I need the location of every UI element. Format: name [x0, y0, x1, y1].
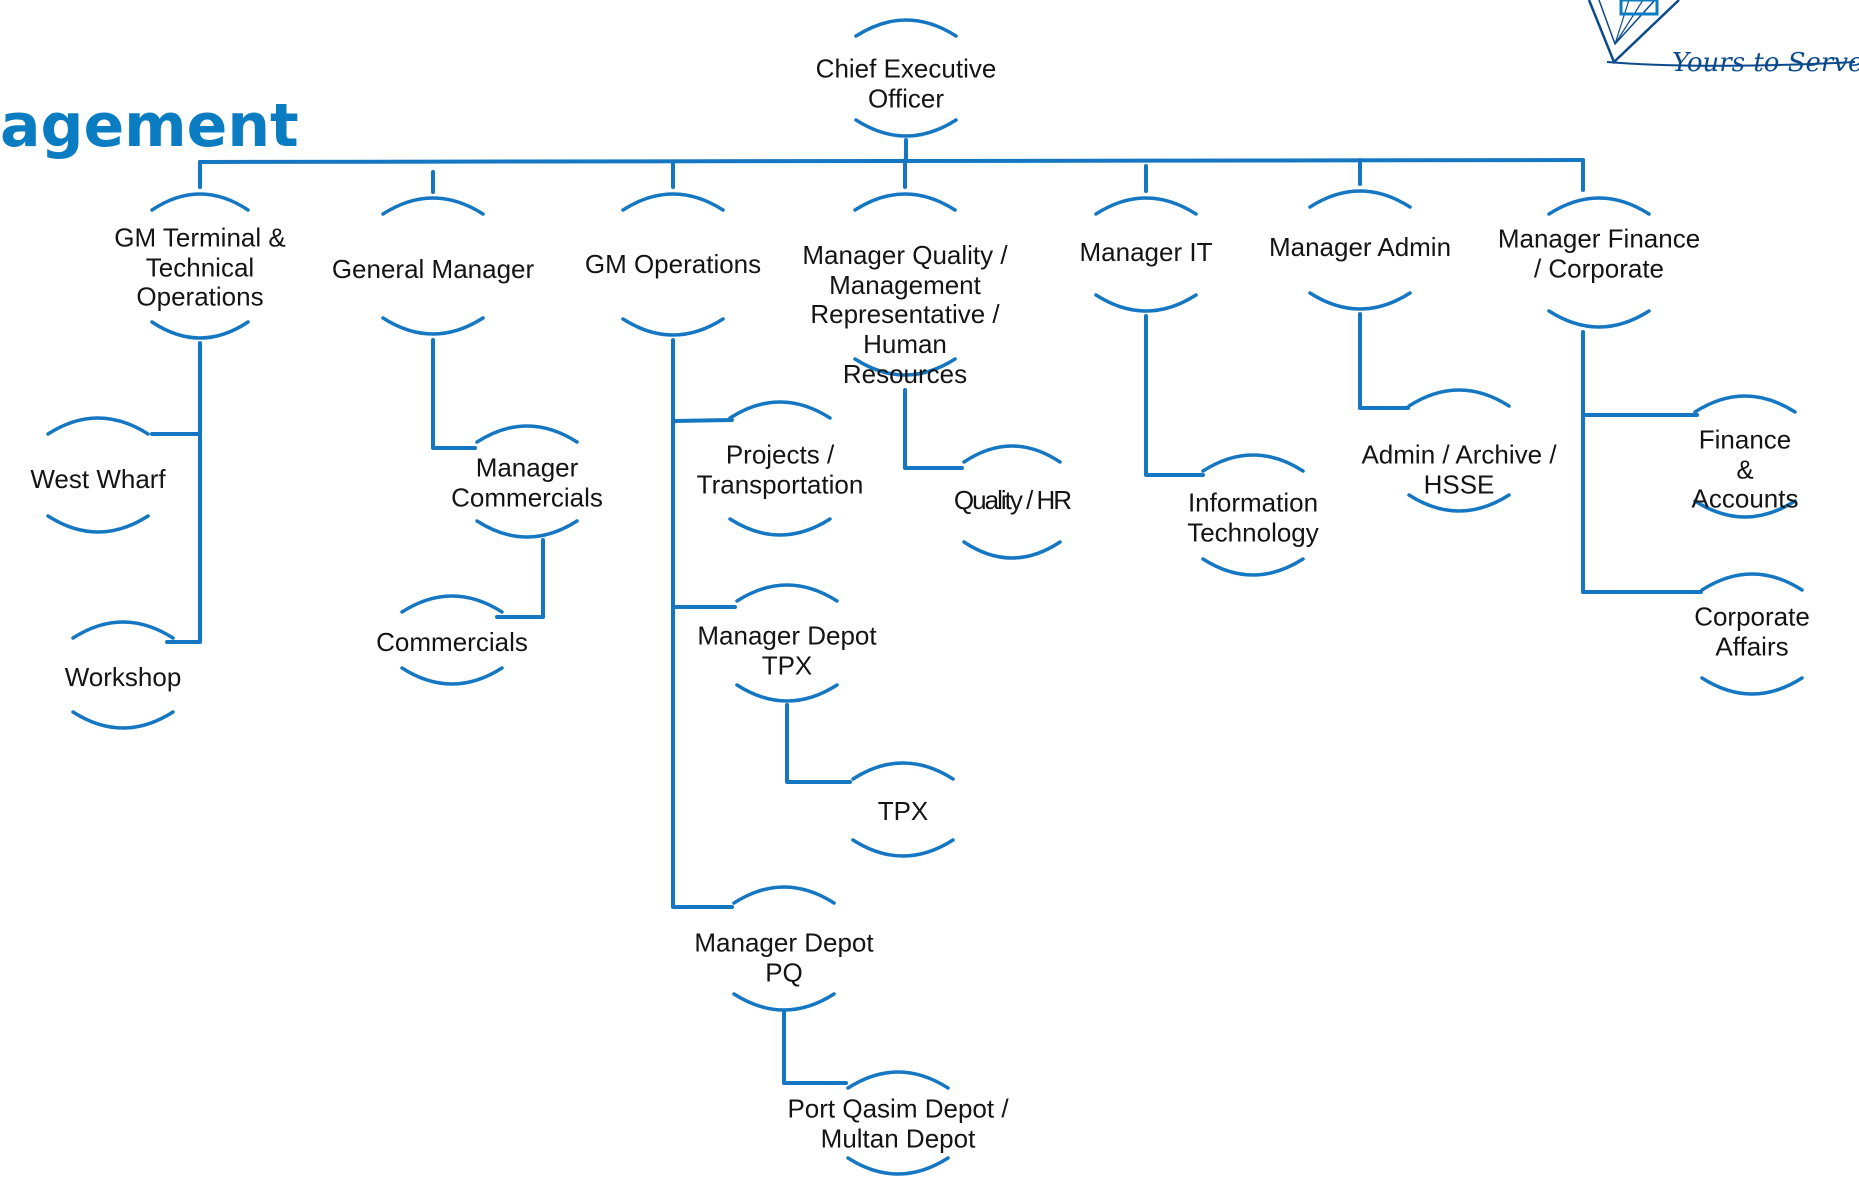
node-projects: Projects / Transportation [696, 439, 864, 499]
bracket-top-mgr_depot_tpx [735, 583, 839, 603]
bracket-bottom-mgr_depot_pq [732, 992, 836, 1012]
node-commercials: Commercials [376, 627, 528, 658]
bracket-bottom-port_qasim [846, 1156, 950, 1176]
connector-mgr-it-branch [1144, 314, 1205, 477]
node-mgr-depot-pq: Manager Depot PQ [694, 927, 874, 987]
bracket-top-mgr_quality [853, 192, 957, 212]
connector-mgr-finance-branch [1581, 330, 1703, 594]
bracket-bottom-general_manager [381, 316, 485, 336]
company-tagline: Yours to Serve [1672, 48, 1859, 78]
connector-general-manager-branch [431, 338, 477, 450]
bracket-bottom-mgr_it [1094, 293, 1198, 313]
bracket-bottom-finance_accounts [1693, 499, 1797, 519]
node-mgr-depot-tpx: Manager Depot TPX [697, 620, 877, 680]
node-mgr-quality: Manager Quality / Management Representat… [802, 239, 1008, 389]
node-mgr-admin: Manager Admin [1268, 232, 1452, 263]
node-ceo: Chief Executive Officer [815, 53, 997, 113]
connector-top-bus [198, 158, 1585, 164]
bracket-bottom-projects [728, 517, 832, 537]
node-admin-archive: Admin / Archive / HSSE [1361, 439, 1557, 499]
bracket-top-corporate_affairs [1700, 572, 1804, 592]
bracket-top-admin_archive [1407, 388, 1511, 408]
bracket-bottom-west_wharf [46, 514, 150, 534]
node-mgr-finance: Manager Finance / Corporate [1497, 223, 1701, 283]
bracket-bottom-commercials [400, 666, 504, 686]
node-gm-terminal: GM Terminal & Technical Operations [114, 222, 286, 312]
company-logo [1587, 0, 1856, 67]
connector-gm-operations-trunk [671, 338, 734, 909]
bracket-bottom-gm_terminal [150, 320, 250, 340]
bracket-top-general_manager [381, 196, 485, 216]
bracket-top-info_tech [1201, 453, 1305, 473]
bracket-top-mgr_finance [1547, 196, 1651, 216]
bracket-top-ceo [854, 18, 958, 38]
connector-to-projects [671, 418, 734, 423]
node-gm-operations: GM Operations [584, 249, 762, 280]
bracket-top-port_qasim [846, 1070, 950, 1090]
bracket-bottom-mgr_depot_tpx [735, 683, 839, 703]
bracket-top-mgr_it [1094, 196, 1198, 216]
bracket-bottom-mgr_finance [1547, 309, 1651, 329]
node-mgr-it: Manager IT [1079, 237, 1213, 268]
node-west-wharf: West Wharf [30, 464, 166, 495]
node-general-manager: General Manager [331, 254, 535, 285]
bracket-bottom-tpx [851, 838, 955, 858]
bracket-top-mgr_commercials [475, 424, 579, 444]
connector-mgr-quality-branch [903, 388, 964, 470]
page-heading: agement [0, 91, 299, 161]
bracket-bottom-mgr_admin [1308, 291, 1412, 311]
bracket-top-workshop [71, 620, 175, 640]
bracket-bottom-workshop [71, 710, 175, 730]
bracket-bottom-mgr_quality [853, 357, 957, 377]
bracket-bottom-quality_hr [962, 540, 1062, 560]
node-corporate-affairs: Corporate Affairs [1694, 601, 1810, 661]
connector-lines [150, 138, 1703, 1085]
bracket-bottom-admin_archive [1407, 493, 1511, 513]
connector-depot-pq-branch [782, 1010, 848, 1085]
node-tpx: TPX [877, 796, 929, 827]
bracket-top-projects [728, 400, 832, 420]
bracket-top-mgr_depot_pq [732, 885, 836, 905]
bracket-top-gm_operations [621, 192, 725, 212]
connector-depot-tpx-branch [785, 703, 852, 784]
connector-commercials-branch [495, 538, 545, 619]
bracket-top-quality_hr [962, 444, 1062, 464]
node-finance-accounts: Finance & Accounts [1691, 424, 1799, 514]
bracket-top-mgr_admin [1308, 189, 1412, 209]
bracket-bottom-gm_operations [621, 317, 725, 337]
node-workshop: Workshop [64, 662, 182, 693]
bracket-top-tpx [851, 761, 955, 781]
node-brackets [46, 18, 1804, 1176]
bracket-bottom-ceo [854, 118, 958, 138]
bracket-top-gm_terminal [150, 192, 250, 212]
bracket-bottom-info_tech [1201, 557, 1305, 577]
node-info-tech: Information Technology [1187, 487, 1319, 547]
bracket-top-commercials [400, 594, 504, 614]
connector-gm-terminal-branch [165, 341, 202, 644]
node-port-qasim: Port Qasim Depot / Multan Depot [787, 1093, 1009, 1153]
bracket-top-finance_accounts [1693, 394, 1797, 414]
bracket-top-west_wharf [46, 416, 150, 436]
bracket-bottom-corporate_affairs [1700, 676, 1804, 696]
connector-mgr-admin-branch [1358, 312, 1410, 410]
node-mgr-commercials: Manager Commercials [451, 452, 603, 512]
bracket-bottom-mgr_commercials [475, 519, 579, 539]
node-quality-hr: Quality / HR [953, 485, 1072, 516]
